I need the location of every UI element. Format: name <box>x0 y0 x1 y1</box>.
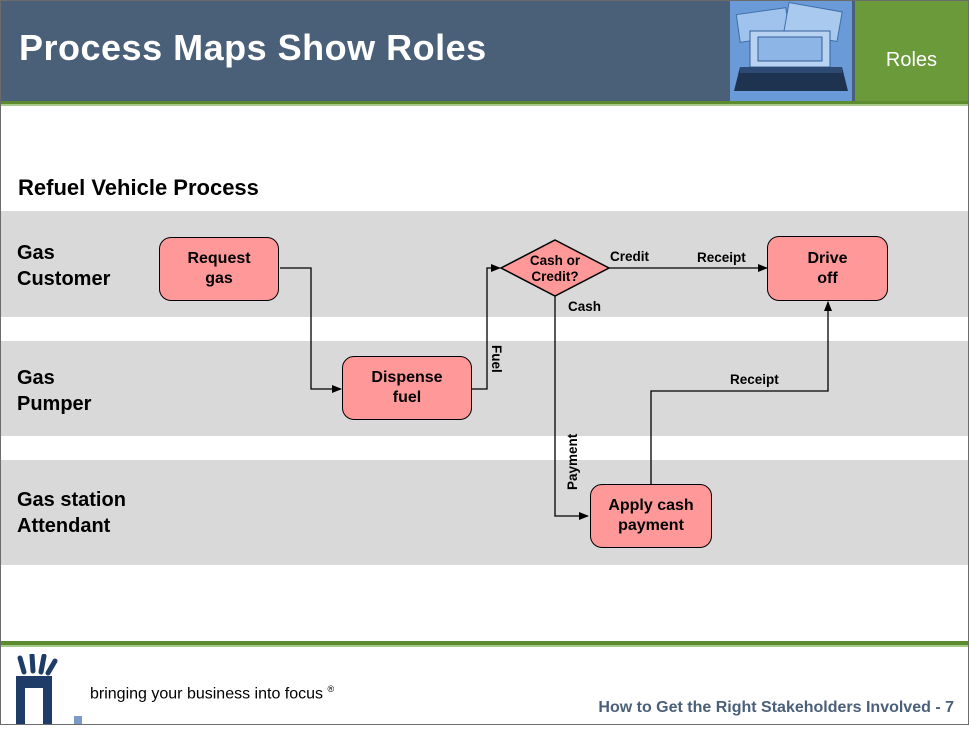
lane-label-attendant: Gas station Attendant <box>17 489 126 537</box>
section-box: Roles <box>855 1 968 101</box>
edge-decision-to-applycash <box>554 296 589 520</box>
footer-rule-light <box>1 645 968 647</box>
header-rule-light <box>1 104 968 106</box>
edge-label-fuel: Fuel <box>489 345 504 373</box>
decision-diamond <box>499 239 611 297</box>
lane-attendant <box>1 460 968 565</box>
edge-applycash-to-driveoff <box>650 301 832 484</box>
edge-label-receipt-top: Receipt <box>697 250 746 265</box>
footer-tagline: bringing your business into focus ® <box>90 684 335 703</box>
footer-rule <box>1 641 968 645</box>
slide-title: Process Maps Show Roles <box>19 27 487 68</box>
decision-label: Cash or Credit? <box>529 253 581 284</box>
edge-dispense-to-decision <box>472 264 501 390</box>
diagram-title: Refuel Vehicle Process <box>18 175 259 200</box>
edge-label-payment: Payment <box>565 433 580 490</box>
edge-label-credit: Credit <box>610 249 650 264</box>
edge-request-to-dispense <box>280 267 342 393</box>
hand-logo-icon <box>8 652 88 724</box>
lane-label-pumper: Gas Pumper <box>17 367 92 415</box>
edge-label-cash: Cash <box>568 299 602 314</box>
edge-label-receipt-bottom: Receipt <box>730 372 779 387</box>
footer-page-text: How to Get the Right Stakeholders Involv… <box>598 699 954 716</box>
header-rule <box>1 101 968 104</box>
section-label: Roles <box>885 49 938 71</box>
money-briefcase-image <box>730 1 852 101</box>
lane-label-customer: Gas Customer <box>17 242 111 290</box>
